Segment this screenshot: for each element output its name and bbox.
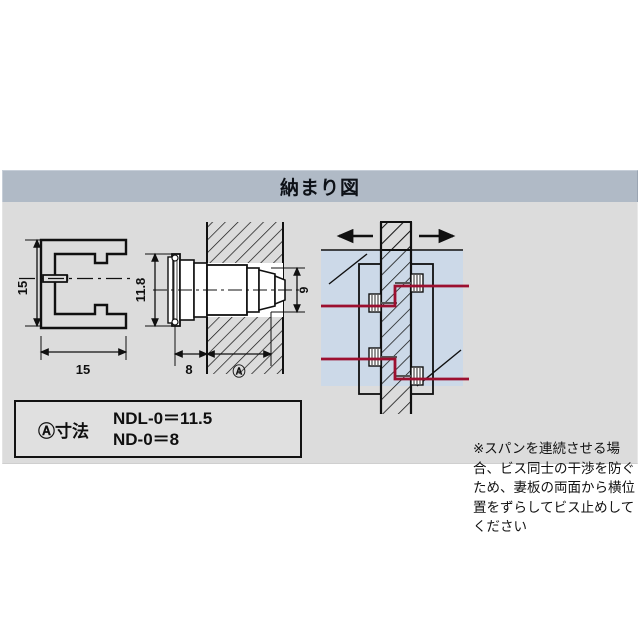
fitting-height-dim: 11.8 <box>133 278 148 303</box>
screw-upper-right <box>395 273 424 293</box>
technical-drawing-canvas: 15 15 <box>15 221 469 414</box>
profile-outline <box>39 238 128 330</box>
fitting-a-dim: Ⓐ <box>232 364 245 379</box>
figure-span-plan-detail <box>321 221 469 414</box>
installation-note: ※スパンを連続させる場合、ビス同士の干渉を防ぐため、妻板の両面から横位置をずらし… <box>473 441 635 535</box>
section-header-bar: 納まり図 <box>2 170 638 202</box>
screw-lower-left <box>368 347 397 367</box>
spec-box-values: NDL-0＝11.5 ND-0＝8 <box>113 408 212 450</box>
spec-value-ndl0: NDL-0＝11.5 <box>113 409 213 428</box>
profile-height-dim: 15 <box>15 281 30 295</box>
a-dimension-spec-box: Ⓐ寸法 NDL-0＝11.5 ND-0＝8 <box>14 400 302 458</box>
page-title: 納まり図 <box>279 177 360 199</box>
figure-profile-cross-section: 15 15 <box>15 238 131 377</box>
nose-height-dim: 9 <box>297 286 311 293</box>
leader-line-lower <box>321 357 469 381</box>
spec-box-label: Ⓐ寸法 <box>38 421 89 442</box>
left-frame-channel <box>358 263 382 395</box>
screw-lower-right <box>395 366 424 386</box>
screw-upper-left <box>368 293 397 313</box>
leader-line-upper <box>321 284 469 308</box>
right-frame-channel <box>410 263 434 395</box>
spec-value-nd0: ND-0＝8 <box>113 430 180 449</box>
fitting-depth-dim: 8 <box>185 362 192 377</box>
figure-wall-mount-section: 11.8 9 8 Ⓐ <box>133 222 311 379</box>
profile-width-dim: 15 <box>76 362 90 377</box>
